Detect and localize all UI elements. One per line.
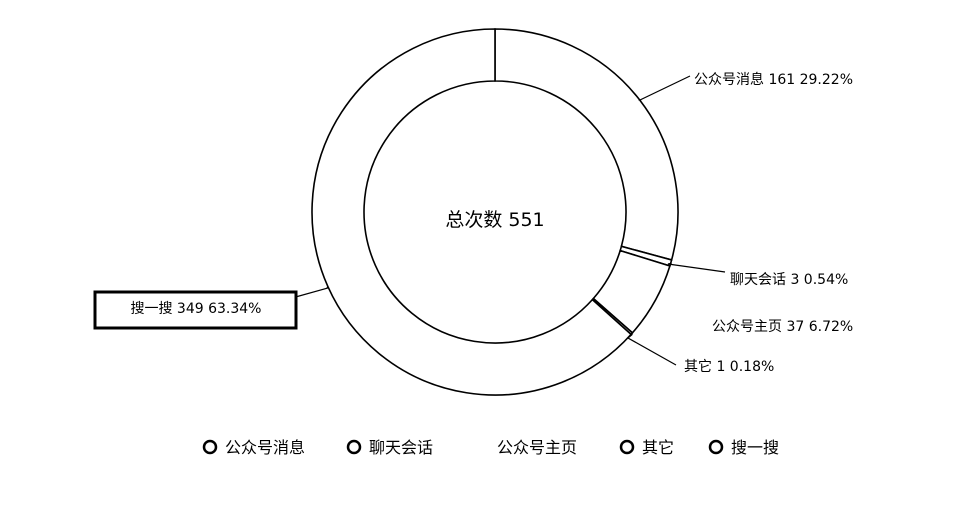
legend-item-2[interactable]: 公众号主页 — [497, 438, 577, 457]
leader-line-4 — [291, 286, 330, 299]
legend-marker-icon — [202, 439, 218, 455]
legend-label: 公众号消息 — [225, 438, 305, 457]
legend-label: 搜一搜 — [731, 438, 779, 457]
data-label-3: 其它 1 0.18% — [684, 358, 774, 375]
leader-line-3 — [626, 333, 677, 366]
legend-item-3[interactable]: 其它 — [619, 438, 674, 457]
slice-4[interactable] — [311, 28, 633, 396]
data-label-2: 公众号主页 37 6.72% — [712, 319, 853, 335]
legend-item-1[interactable]: 聊天会话 — [346, 438, 433, 457]
legend-marker-icon — [619, 439, 635, 455]
data-label-0: 公众号消息 161 29.22% — [694, 71, 853, 88]
leader-lines-layer — [291, 75, 726, 366]
data-label-1: 聊天会话 3 0.54% — [730, 272, 848, 288]
center-total-label: 总次数 551 — [445, 209, 544, 231]
legend[interactable]: 公众号消息 聊天会话 公众号主页 其它 搜一搜 — [202, 438, 779, 457]
data-labels-layer: 公众号消息 161 29.22% 聊天会话 3 0.54% 公众号主页 37 6.7… — [93, 71, 853, 375]
legend-label: 其它 — [642, 438, 674, 457]
legend-item-0[interactable]: 公众号消息 — [202, 438, 305, 457]
slices-layer — [311, 28, 679, 396]
legend-marker-icon — [346, 439, 362, 455]
leader-line-1 — [667, 262, 726, 273]
legend-marker-icon — [708, 439, 724, 455]
legend-label: 公众号主页 — [497, 438, 577, 457]
legend-label: 聊天会话 — [369, 438, 433, 457]
legend-item-4[interactable]: 搜一搜 — [708, 438, 779, 457]
highlight-label-box — [93, 290, 298, 330]
leader-line-0 — [638, 75, 691, 101]
data-label-4: 搜一搜 349 63.34% — [130, 301, 261, 317]
